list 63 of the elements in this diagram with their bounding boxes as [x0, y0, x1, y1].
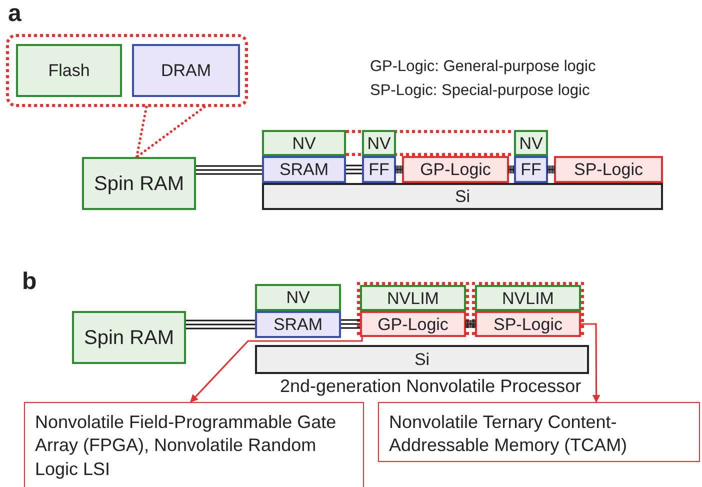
bus-line [340, 319, 361, 329]
memory-block [82, 157, 196, 210]
substrate-layer [262, 183, 663, 210]
memory-block [255, 311, 341, 338]
block-label: NV [292, 134, 316, 152]
bus-line [345, 164, 363, 174]
interconnect [396, 165, 402, 174]
substrate-layer [255, 345, 589, 374]
block-label: SRAM [273, 316, 323, 333]
block-label: NV [367, 134, 391, 152]
block-label: NV [519, 134, 543, 152]
block-label: Spin RAM [94, 174, 184, 194]
memory-block [16, 44, 122, 97]
block-label: SP-Logic [494, 316, 562, 332]
memory-block [255, 284, 341, 311]
interconnect [548, 165, 554, 174]
block-label: NVLIM [387, 290, 439, 306]
block-label: FF [520, 161, 542, 178]
block-label: GP-Logic [378, 316, 448, 332]
arrow [581, 323, 600, 403]
memory-block [514, 156, 548, 183]
memory-block [362, 156, 396, 183]
panel-letter: b [22, 268, 37, 296]
block-label: GP-Logic [420, 161, 491, 178]
memory-block [475, 285, 581, 311]
bus-line [195, 165, 263, 175]
block-label: Si [454, 188, 470, 205]
block-label: Spin RAM [84, 328, 174, 348]
stack-label: 2nd-generation Nonvolatile Processor [280, 377, 582, 397]
block-label: SP-Logic [574, 161, 643, 178]
memory-block [132, 44, 240, 97]
memory-block [262, 130, 346, 156]
description-text: Nonvolatile Field-Programmable Gate Array (FPGA), Nonvolatile Random Logic LSI [35, 411, 338, 481]
bus-line [185, 320, 256, 330]
block-label: Si [414, 351, 430, 368]
block-label: NV [286, 289, 310, 306]
memory-block [360, 285, 466, 311]
description-box [378, 402, 700, 462]
block-label: NVLIM [502, 290, 554, 306]
description-box [24, 402, 364, 487]
logic-block [475, 311, 581, 337]
callout-pointer [135, 106, 206, 158]
logic-block [554, 156, 663, 183]
arrow [190, 336, 363, 403]
interconnect [508, 165, 514, 174]
memory-block [72, 311, 186, 364]
block-label: Flash [48, 62, 90, 79]
note-text: SP-Logic: Special-purpose logic [370, 82, 590, 100]
logic-block [402, 156, 509, 183]
interconnect [466, 320, 476, 328]
memory-block [362, 130, 396, 156]
description-text: Nonvolatile Ternary Content-Addressable Memory (TCAM) [389, 411, 628, 458]
block-label: DRAM [160, 62, 212, 79]
note-text: GP-Logic: General-purpose logic [370, 58, 596, 76]
memory-block [262, 156, 346, 183]
panel-letter: a [8, 0, 22, 28]
memory-block [514, 130, 548, 156]
dotted-outline [357, 282, 469, 335]
block-label: FF [368, 161, 390, 178]
dotted-outline [472, 282, 584, 335]
block-label: SRAM [279, 161, 329, 178]
logic-block [360, 311, 466, 337]
callout-bubble [6, 34, 248, 107]
